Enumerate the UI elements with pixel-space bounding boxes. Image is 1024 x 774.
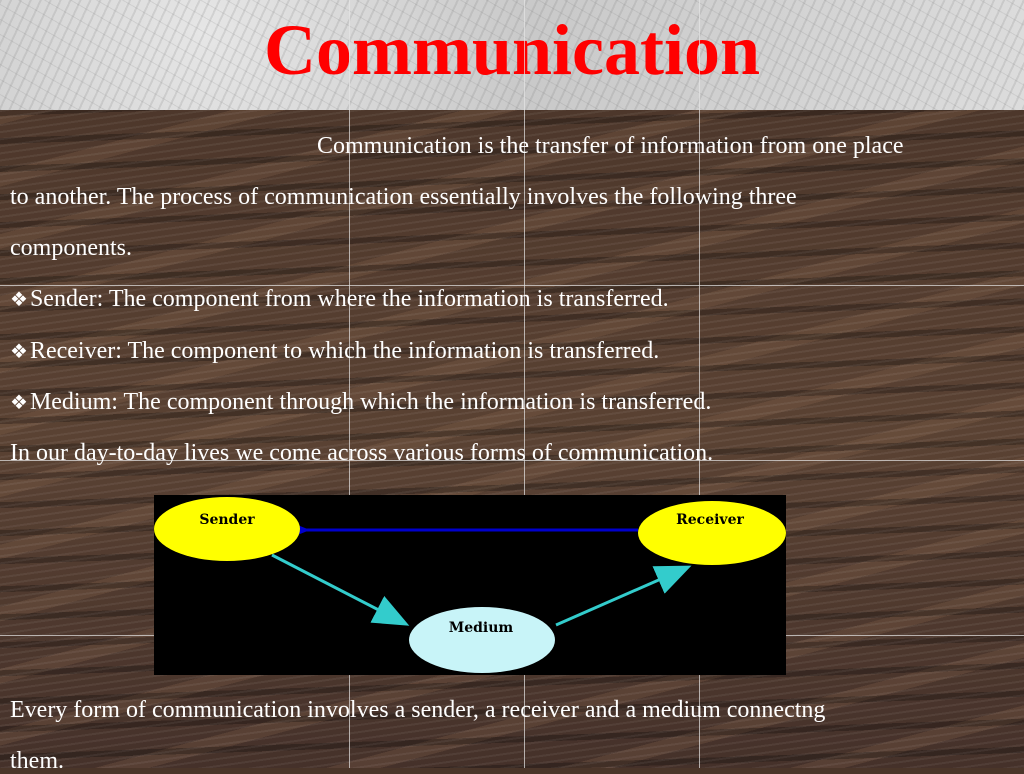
bullet-text: Sender: The component from where the inf… xyxy=(29,286,669,312)
closing-line: them. xyxy=(10,748,64,774)
medium-to-receiver-arrow xyxy=(555,565,692,627)
sender-node xyxy=(154,497,300,561)
medium-label: Medium xyxy=(449,620,514,636)
sender-to-medium-arrow xyxy=(271,553,410,626)
bullet-text: Medium: The component through which the … xyxy=(29,389,712,415)
closing-line: Every form of communication involves a s… xyxy=(10,697,826,723)
grid-line xyxy=(524,0,525,768)
communication-diagram: Sender Receiver Medium xyxy=(154,495,786,675)
grid-line xyxy=(0,285,1024,286)
receiver-node xyxy=(638,501,786,565)
summary-line: In our day-to-day lives we come across v… xyxy=(10,440,714,466)
grid-line xyxy=(349,0,350,768)
receiver-label: Receiver xyxy=(676,512,744,528)
page-title: Communication xyxy=(263,10,761,90)
paragraph-line: Communication is the transfer of informa… xyxy=(317,133,904,159)
diagram-svg: Sender Receiver Medium xyxy=(154,497,786,673)
diamond-bullet-icon: ❖ xyxy=(10,392,28,414)
marble-header: Communication xyxy=(0,0,1024,110)
bullet-item-receiver: ❖Receiver: The component to which the in… xyxy=(10,339,659,363)
paragraph-line: to another. The process of communication… xyxy=(10,184,797,210)
medium-node xyxy=(409,607,555,673)
paragraph-line: components. xyxy=(10,235,132,261)
sender-label: Sender xyxy=(199,512,255,528)
diamond-bullet-icon: ❖ xyxy=(10,341,28,363)
diamond-bullet-icon: ❖ xyxy=(10,289,28,311)
bullet-item-sender: ❖Sender: The component from where the in… xyxy=(10,287,669,311)
bullet-text: Receiver: The component to which the inf… xyxy=(29,338,660,364)
grid-line xyxy=(0,460,1024,461)
grid-line xyxy=(699,0,700,768)
bullet-item-medium: ❖Medium: The component through which the… xyxy=(10,390,711,414)
